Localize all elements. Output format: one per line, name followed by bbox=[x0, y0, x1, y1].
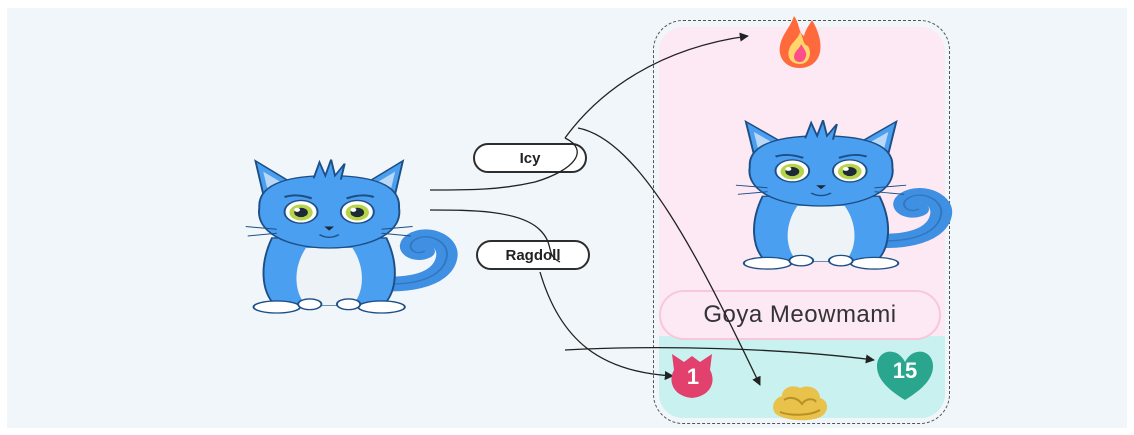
cooldown-number: 15 bbox=[892, 358, 918, 383]
kitty-name-label: Goya Meowmami bbox=[659, 290, 941, 340]
trait-pill-icy: Icy bbox=[473, 143, 587, 173]
card-cat-illustration bbox=[736, 120, 941, 269]
gem-icon bbox=[773, 386, 828, 421]
parent-cat-illustration bbox=[246, 160, 447, 313]
cooldown-heart-icon bbox=[877, 351, 933, 400]
generation-number: 1 bbox=[686, 364, 700, 389]
generation-badge-icon bbox=[671, 354, 713, 398]
fire-icon bbox=[779, 16, 821, 68]
trait-pill-ragdoll: Ragdoll bbox=[476, 240, 590, 270]
